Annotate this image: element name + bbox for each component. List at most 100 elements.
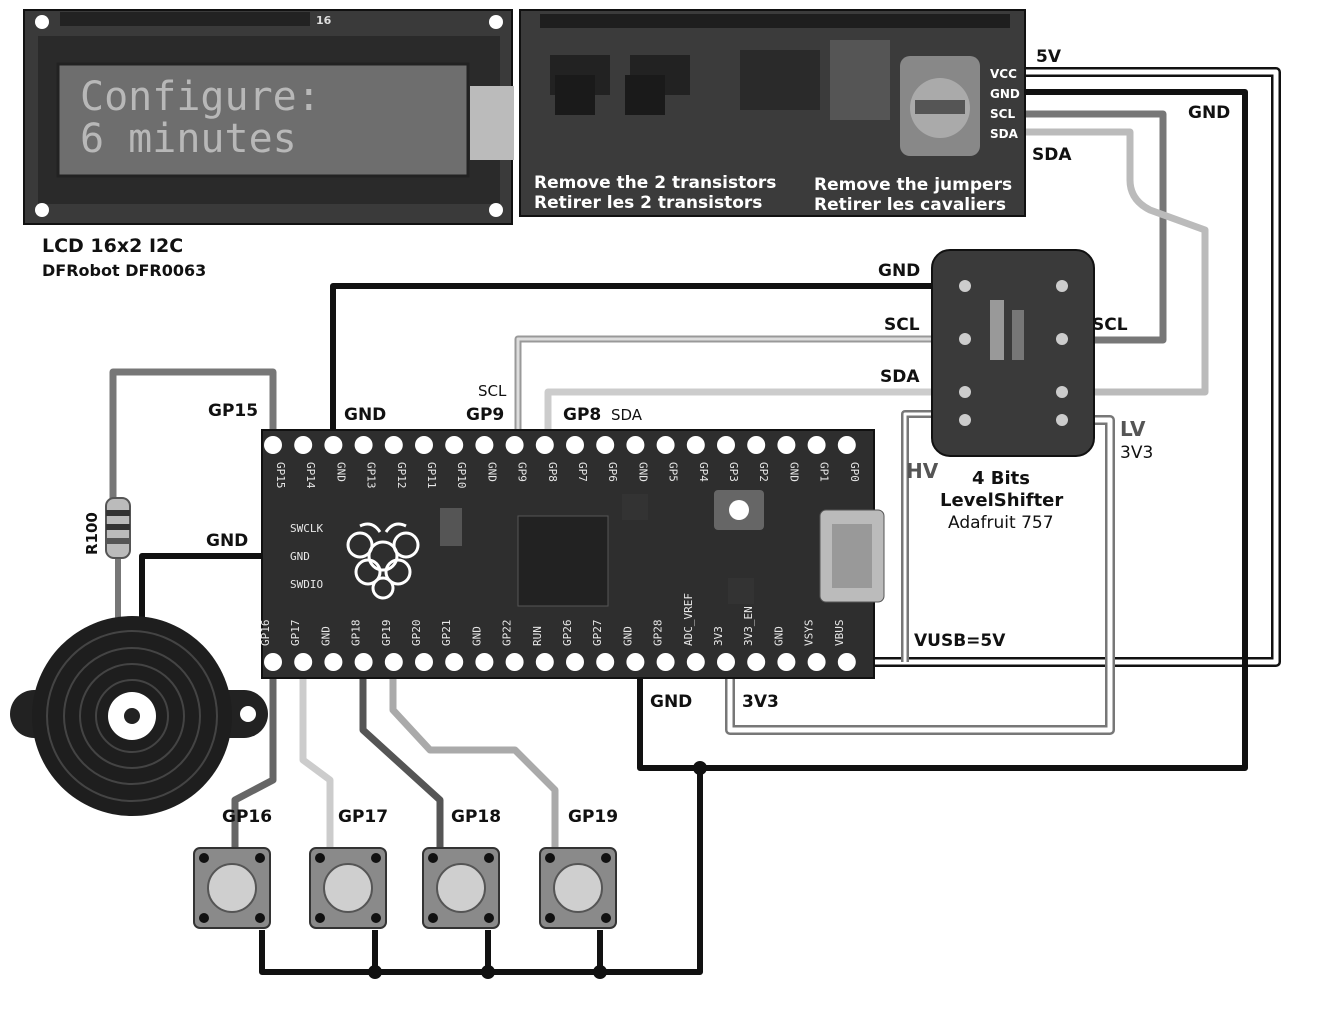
lcd-pin-count: 16 [316,14,332,27]
pico-pin-label: GND [319,626,332,646]
buzzer [10,616,268,816]
pico-pin-label: GP19 [380,620,393,647]
wire-scl-left-in [516,337,950,445]
pico-pin-label: GP1 [818,462,831,482]
pico-pin-label: GP16 [259,620,272,647]
pico-pin-hole [354,436,373,454]
lcd-title: LCD 16x2 I2C [42,235,183,257]
pico-pin-label: GND [334,462,347,482]
pico-pin-label: GP0 [848,462,861,482]
label-3v3-bottom: 3V3 [742,692,779,712]
ls-lv-label: LV [1120,417,1146,441]
label-ls-sda-left: SDA [880,367,920,387]
pico-pin-label: GP28 [652,620,665,647]
label-vusb: VUSB=5V [914,631,1006,651]
i2c-backpack: VCC GND SCL SDA Remove the 2 transistors… [519,9,1026,217]
rp2040-chip [517,515,609,607]
pico-pin-label: GP2 [757,462,770,482]
pico-pin-hole [475,436,494,454]
push-button-2[interactable] [309,847,387,929]
wire-gnd-main [637,89,1248,771]
pico-pin-label: GP4 [697,462,710,482]
lcd-mount-hole [35,15,49,29]
label-sda-right: SDA [1032,145,1072,165]
label-5v: 5V [1036,47,1062,67]
ls-lv-voltage: 3V3 [1120,443,1153,463]
pico-pin-hole [294,653,313,671]
pico-pin-label: GP17 [289,620,302,647]
label-sda-small: SDA [611,406,643,424]
pico-pin-hole [535,653,554,671]
pico-pin-hole [505,436,524,454]
pico-pin-hole [324,436,343,454]
pico-pin-label: GND [470,626,483,646]
pico-pin-label: GP21 [440,620,453,647]
button-label-2: GP17 [338,807,388,827]
pico-pin-hole [324,653,343,671]
pico-pin-hole [807,653,826,671]
lcd-header-pins [60,12,310,26]
pico-pin-hole [807,436,826,454]
pico-pin-label: GP6 [606,462,619,482]
pico-pin-hole [475,653,494,671]
note-jumpers-en: Remove the jumpers [814,175,1012,195]
pico-pin-hole [777,653,796,671]
pico-pin-hole [445,653,464,671]
label-gnd-bottom: GND [650,692,692,712]
pico-pin-hole [656,436,675,454]
pico-pin-label: 3V3 [712,626,725,646]
label-gnd-debug: GND [206,531,248,551]
pico-pin-hole [505,653,524,671]
backpack-pin-vcc: VCC [990,67,1017,81]
button-label-4: GP19 [568,807,618,827]
pico-pin-label: GP3 [727,462,740,482]
pico-pin-hole [294,436,313,454]
raspberry-logo [346,522,420,600]
pico-pin-hole [535,436,554,454]
wire-5v [858,69,1279,665]
bootsel-button[interactable] [729,500,749,520]
wire-labels: GP15 GND SCL GP9 GP8 SDA GND GND 3V3 VUS… [206,47,1230,712]
note-transistors-fr: Retirer les 2 transistors [534,193,762,213]
backpack-pin-sda: SDA [990,127,1019,141]
label-gnd-right: GND [1188,103,1230,123]
pico-pin-label: GP7 [576,462,589,482]
wire-gp18 [359,650,444,850]
pico-pin-hole [566,436,584,454]
pico-pin-label: GP8 [546,462,559,482]
pico-pin-label: GP14 [304,462,317,489]
push-button-1[interactable] [193,847,271,929]
pico-pin-label: RUN [531,626,544,646]
pico-pin-label: GND [621,626,634,646]
note-transistors-en: Remove the 2 transistors [534,173,776,193]
debug-pin-gnd: GND [290,550,310,563]
pico-pin-label: GP11 [425,462,438,489]
pico-pin-hole [384,436,403,454]
pico-pin-hole [566,653,584,671]
pico-pin-hole [445,436,464,454]
pico-pin-label: VBUS [833,620,846,647]
pico-pin-hole [717,653,735,671]
note-jumpers-fr: Retirer les cavaliers [814,195,1006,215]
pico-pin-hole [777,436,796,454]
push-button-3[interactable] [422,847,500,929]
wire-gp19 [389,650,559,850]
lcd-line-1: Configure: [80,74,321,120]
lcd-subtitle: DFRobot DFR0063 [42,261,206,280]
level-shifter [931,249,1095,457]
resistor [105,497,131,559]
pico-pin-hole [686,436,705,454]
pico-pin-hole [354,653,373,671]
wire-gp15 [109,368,277,500]
pico-pin-label: GP13 [365,462,378,489]
ls-part: Adafruit 757 [948,513,1054,533]
pico-pin-label: ADC_VREF [682,593,695,646]
pico-pin-label: GND [485,462,498,482]
pico-pin-label: GP5 [667,462,680,482]
wire-gnd-ls [330,283,965,440]
push-button-4[interactable] [539,847,617,929]
pico-pin-hole [415,436,433,454]
wire-gp16 [231,650,277,850]
